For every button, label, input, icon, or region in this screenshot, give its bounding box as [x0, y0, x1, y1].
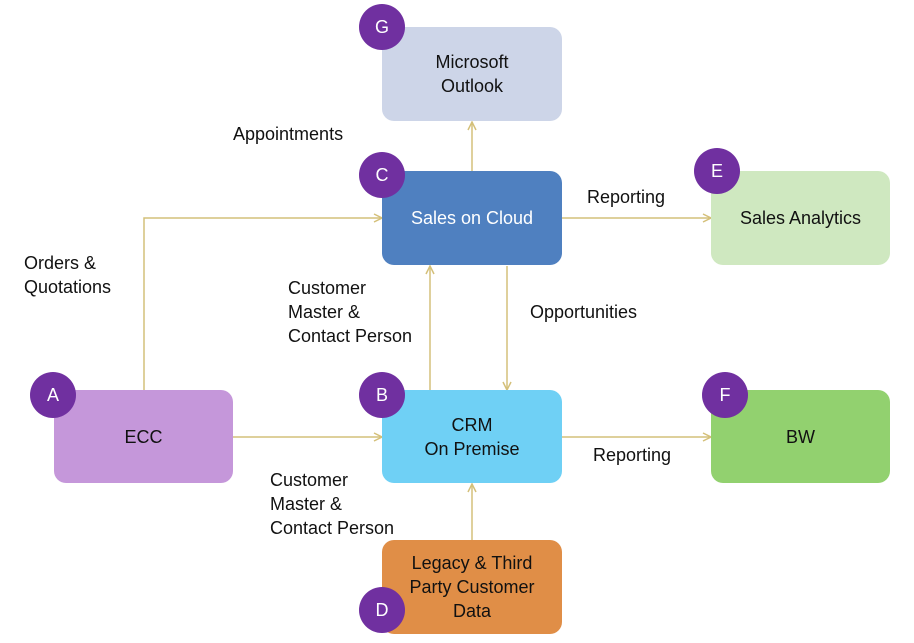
badge-c: C	[359, 152, 405, 198]
badge-d: D	[359, 587, 405, 633]
node-sales-on-cloud: Sales on Cloud	[382, 171, 562, 265]
label-customer-master-down: Customer Master & Contact Person	[270, 470, 395, 538]
node-ecc: ECC	[54, 390, 233, 483]
badge-g: G	[359, 4, 405, 50]
label-opportunities: Opportunities	[530, 302, 638, 322]
label-appointments: Appointments	[233, 124, 344, 144]
node-label: Legacy & Third Party Customer Data	[409, 553, 535, 621]
node-label: BW	[786, 426, 815, 447]
label-orders-quotations: Orders & Quotations	[24, 253, 112, 297]
node-bw: BW	[711, 390, 890, 483]
node-crm-on-premise: CRM On Premise	[382, 390, 562, 483]
badge-b: B	[359, 372, 405, 418]
node-label: Sales Analytics	[739, 208, 862, 228]
badge-e: E	[694, 148, 740, 194]
node-legacy-third-party: Legacy & Third Party Customer Data	[382, 540, 562, 634]
node-label: Microsoft Outlook	[435, 52, 509, 96]
node-label: Sales on Cloud	[410, 208, 534, 228]
badge-f: F	[702, 372, 748, 418]
label-reporting-crm: Reporting	[593, 445, 672, 465]
node-label: CRM On Premise	[424, 414, 520, 459]
badge-a: A	[30, 372, 76, 418]
node-microsoft-outlook: Microsoft Outlook	[382, 27, 562, 121]
node-sales-analytics: Sales Analytics	[711, 171, 890, 265]
edge-ecc-to-cloud	[143, 218, 382, 390]
label-customer-master-up: Customer Master & Contact Person	[288, 278, 413, 346]
label-reporting-cloud: Reporting	[587, 187, 666, 207]
node-label: ECC	[124, 426, 163, 447]
